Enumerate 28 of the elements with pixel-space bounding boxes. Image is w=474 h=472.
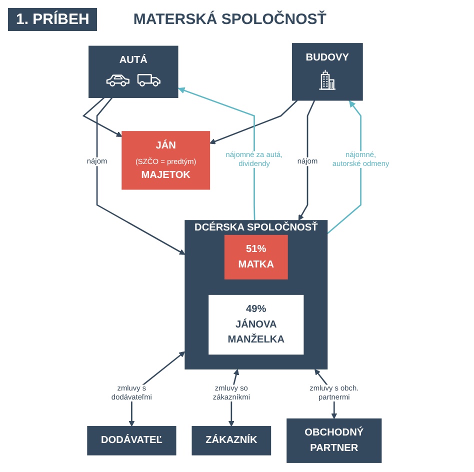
owner-box bbox=[122, 131, 210, 190]
partner-box bbox=[87, 426, 176, 456]
box-label: 49% bbox=[246, 302, 266, 317]
box-label: OBCHODNÝ PARTNER bbox=[304, 426, 365, 456]
arrow bbox=[82, 97, 122, 137]
partner-box bbox=[192, 426, 272, 456]
partner-box bbox=[286, 418, 382, 463]
share-box bbox=[208, 294, 304, 355]
arrow bbox=[96, 97, 186, 255]
arrow bbox=[178, 87, 256, 220]
box-label: BUDOVY bbox=[306, 51, 350, 63]
title-badge: 1. PRÍBEH bbox=[8, 8, 98, 30]
box-label: ZÁKAZNÍK bbox=[206, 434, 258, 446]
box-label: DODÁVATEĽ bbox=[100, 434, 162, 446]
arrow bbox=[298, 100, 316, 221]
asset-box bbox=[292, 43, 363, 101]
box-label: JÁNOVA MANŽELKA bbox=[226, 318, 286, 348]
box-label: MAJETOK bbox=[141, 168, 190, 180]
box-label: JÁN bbox=[156, 140, 176, 151]
asset-box bbox=[88, 46, 178, 98]
arrow bbox=[209, 100, 298, 144]
section-heading: MATERSKÁ SPOLOČNOSŤ bbox=[133, 10, 326, 28]
box-label: AUTÁ bbox=[119, 54, 148, 66]
box-label: DCÉRSKA SPOLOČNOSŤ bbox=[194, 222, 318, 234]
arrow bbox=[326, 100, 362, 234]
share-box bbox=[224, 234, 288, 280]
box-label: MATKA bbox=[238, 258, 274, 270]
box-label: 51% bbox=[246, 243, 266, 255]
